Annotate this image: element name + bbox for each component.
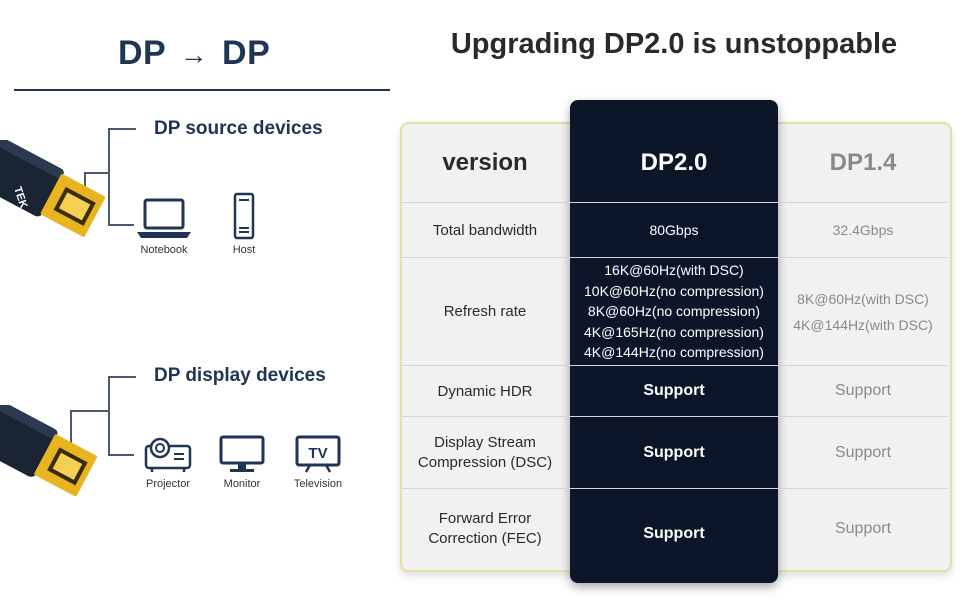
row-label-fec: Forward Error Correction (FEC): [400, 489, 570, 569]
row-label-refresh-rate: Refresh rate: [443, 303, 527, 320]
device-label: Television: [293, 478, 343, 490]
dp20-refresh-item: 4K@144Hz(no compression): [584, 344, 764, 361]
title-target: DP: [222, 34, 271, 72]
dp14-refresh-item: 8K@60Hz(with DSC): [797, 290, 929, 307]
dp14-dsc: Support: [834, 443, 892, 461]
monitor-icon: [219, 435, 265, 472]
device-host: Host: [204, 192, 284, 256]
header-dp20: DP2.0: [640, 149, 708, 176]
row-label-line: Correction (FEC): [428, 530, 542, 547]
header-label: version: [442, 149, 528, 176]
dp-connector-bottom-icon: [0, 405, 97, 497]
dp-connector-top-icon: TEK: [0, 140, 106, 237]
bracket-line: [70, 410, 110, 412]
device-label: Projector: [145, 478, 191, 490]
television-icon: TV: [295, 435, 341, 473]
row-divider: [401, 257, 947, 258]
header-dp14: DP1.4: [829, 149, 897, 176]
bracket-line: [84, 172, 86, 190]
bracket-line: [108, 454, 134, 456]
dp14-refresh-rate: 8K@60Hz(with DSC) 4K@144Hz(with DSC): [778, 258, 948, 365]
dp20-bandwidth: 80Gbps: [649, 222, 699, 238]
dp20-dsc: Support: [643, 443, 705, 461]
host-icon: [233, 192, 255, 240]
display-group-label: DP display devices: [154, 365, 326, 386]
row-divider: [401, 488, 947, 489]
device-notebook: Notebook: [124, 196, 204, 256]
title-divider: [14, 89, 390, 91]
dp14-refresh-item: 4K@144Hz(with DSC): [793, 316, 933, 333]
row-divider: [401, 365, 947, 366]
row-divider: [401, 202, 947, 203]
bracket-line: [108, 128, 136, 130]
dp20-fec: Support: [643, 525, 705, 542]
row-label-bandwidth: Total bandwidth: [432, 221, 538, 239]
source-group-label: DP source devices: [154, 118, 323, 139]
title-source: DP: [118, 34, 166, 72]
row-label-line: Compression (DSC): [417, 453, 553, 471]
device-label: Host: [232, 244, 256, 256]
notebook-icon: [137, 198, 191, 238]
dp20-refresh-item: 4K@165Hz(no compression): [584, 323, 764, 340]
dp20-refresh-item: 8K@60Hz(no compression): [587, 303, 761, 320]
bracket-line: [70, 410, 72, 446]
device-projector: Projector: [128, 434, 208, 490]
row-label-line: Display Stream: [434, 433, 536, 451]
dp14-dynamic-hdr: Support: [834, 382, 892, 399]
bracket-line: [108, 376, 136, 378]
projector-icon: [144, 437, 192, 472]
row-divider: [401, 416, 947, 417]
dp20-refresh-item: 10K@60Hz(no compression): [584, 282, 764, 299]
svg-text:TV: TV: [308, 445, 327, 462]
device-label: Monitor: [223, 478, 261, 490]
row-label-line: Forward Error: [438, 510, 532, 527]
left-title: DP → DP: [118, 34, 271, 73]
device-monitor: Monitor: [202, 434, 282, 490]
comparison-title: Upgrading DP2.0 is unstoppable: [450, 28, 898, 60]
dp14-bandwidth: 32.4Gbps: [832, 222, 894, 238]
device-label: Notebook: [140, 244, 188, 256]
row-label-dsc: Display Stream Compression (DSC): [400, 417, 570, 488]
bracket-line: [84, 172, 110, 174]
dp20-dynamic-hdr: Support: [643, 382, 705, 399]
device-television: TV Television: [278, 434, 358, 490]
dp20-highlight-column: [570, 100, 778, 583]
bracket-line: [108, 376, 110, 456]
dp20-refresh-rate: 16K@60Hz(with DSC) 10K@60Hz(no compressi…: [570, 258, 778, 365]
arrow-icon: →: [179, 39, 209, 70]
dp20-refresh-item: 16K@60Hz(with DSC): [604, 262, 744, 279]
dp14-fec: Support: [834, 520, 892, 537]
bracket-line: [108, 224, 134, 226]
bracket-line: [108, 128, 110, 226]
row-label-dynamic-hdr: Dynamic HDR: [437, 382, 533, 400]
